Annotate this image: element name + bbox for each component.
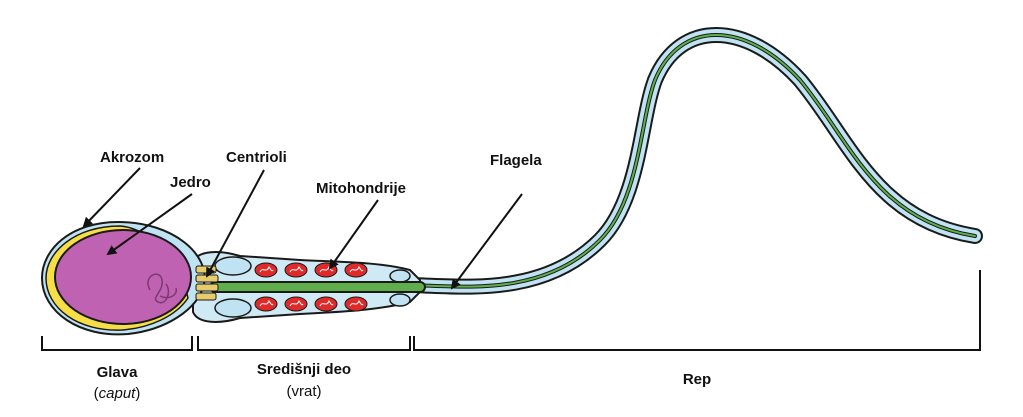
arrow-flagellum xyxy=(450,193,523,290)
centriole-2 xyxy=(195,274,219,283)
mitochondrion xyxy=(314,296,338,312)
arrow-acrosome xyxy=(82,167,141,228)
tail-axoneme xyxy=(404,34,976,288)
dna-squiggle xyxy=(147,273,177,304)
centrioles xyxy=(195,265,219,301)
arrow-centrioles xyxy=(206,169,265,278)
section-labels: Glava (caput) Središnji deo (vrat) Rep xyxy=(94,361,712,402)
mitochondrion xyxy=(254,296,278,312)
bracket-tail xyxy=(413,270,981,351)
mitochondrion xyxy=(284,262,308,278)
section-head-name: Glava xyxy=(97,364,139,381)
neck-lobe-bottom xyxy=(214,298,252,318)
bracket-midpiece xyxy=(197,336,411,351)
callouts: Akrozom Jedro Centrioli Mitohondrije Fla… xyxy=(82,149,542,290)
mitochondrion xyxy=(314,262,338,278)
tail-flagellum xyxy=(397,27,983,295)
head xyxy=(40,220,219,336)
label-acrosome: Akrozom xyxy=(100,149,164,166)
midpiece-lobe-end-top xyxy=(389,269,411,283)
midpiece-lobe-end-bottom xyxy=(389,293,411,307)
label-mitochondria: Mitohondrije xyxy=(316,180,406,197)
label-nucleus: Jedro xyxy=(170,174,211,191)
centriole-1 xyxy=(195,265,217,274)
mitochondrion xyxy=(284,296,308,312)
mitochondria-group xyxy=(254,262,368,312)
mitochondrion xyxy=(344,262,368,278)
section-brackets xyxy=(41,270,981,351)
section-midpiece-name: Središnji deo xyxy=(257,361,351,378)
arrow-mitochondria xyxy=(328,199,379,270)
arrow-nucleus xyxy=(106,193,193,256)
section-midpiece-alt: (vrat) xyxy=(287,383,322,400)
neck-lobe-top xyxy=(214,256,252,276)
label-flagellum: Flagela xyxy=(490,152,542,169)
centriole-3 xyxy=(195,283,219,292)
label-centrioles: Centrioli xyxy=(226,149,287,166)
mitochondrion xyxy=(344,296,368,312)
bracket-head xyxy=(41,336,193,351)
section-head-latin: (caput) xyxy=(94,385,141,402)
midpiece xyxy=(192,251,426,323)
mitochondrion xyxy=(254,262,278,278)
centriole-4 xyxy=(195,292,217,301)
section-tail-name: Rep xyxy=(683,371,711,388)
